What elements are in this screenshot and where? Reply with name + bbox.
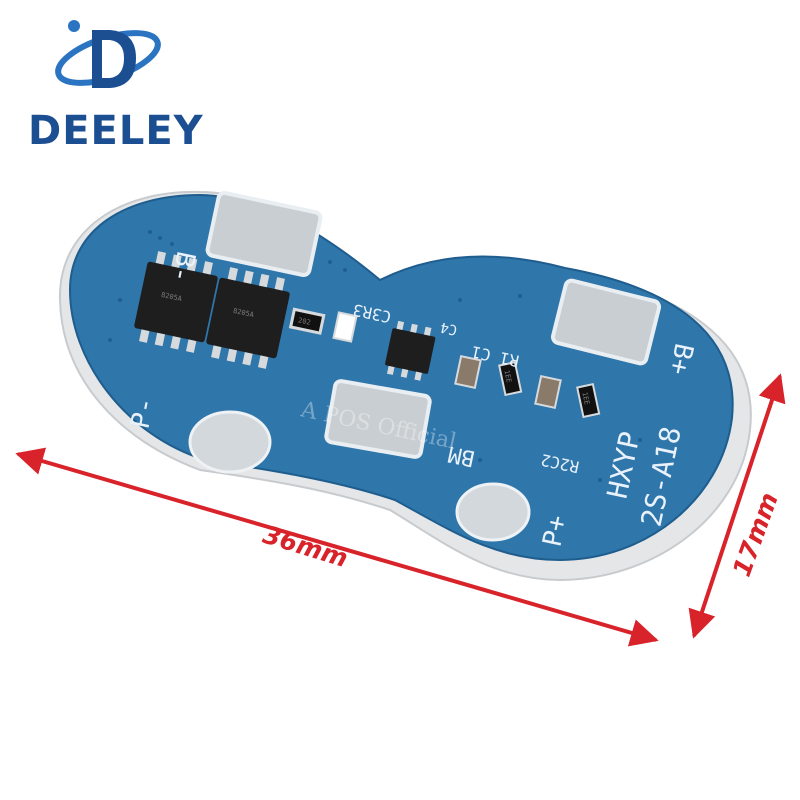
resistor-code-3: 1EE <box>580 391 590 405</box>
silk-b-plus: B+ <box>663 341 699 378</box>
silk-p-minus: P- <box>126 395 162 432</box>
smd-capacitor-3 <box>534 375 562 409</box>
smd-resistor-3: 1EE <box>576 383 601 419</box>
pad-p-minus <box>188 410 272 474</box>
smd-capacitor-1 <box>332 311 358 343</box>
pad-p-plus <box>455 482 531 542</box>
silk-b-minus: B- <box>165 249 201 286</box>
mosfet-chip-2: 8205A <box>206 267 290 369</box>
smd-capacitor-2 <box>454 355 482 389</box>
smd-resistor-2: 1EE <box>498 361 523 397</box>
mosfet-chip-1: 8205A <box>134 251 218 353</box>
brand-name: DEELEY <box>28 108 204 154</box>
brand-logo-icon <box>55 20 161 88</box>
length-dimension-arrow <box>15 447 659 647</box>
silk-p-plus: P+ <box>538 513 574 550</box>
width-dimension-arrow <box>688 373 786 639</box>
pad-b-plus <box>550 278 662 366</box>
resistor-code-2: 1EE <box>502 369 512 383</box>
resistor-code-1: 202 <box>297 316 311 326</box>
silk-c4: C4 <box>439 319 459 338</box>
smd-resistor-1: 202 <box>288 307 326 335</box>
protection-ic <box>385 320 436 381</box>
pad-b-minus <box>205 191 323 277</box>
